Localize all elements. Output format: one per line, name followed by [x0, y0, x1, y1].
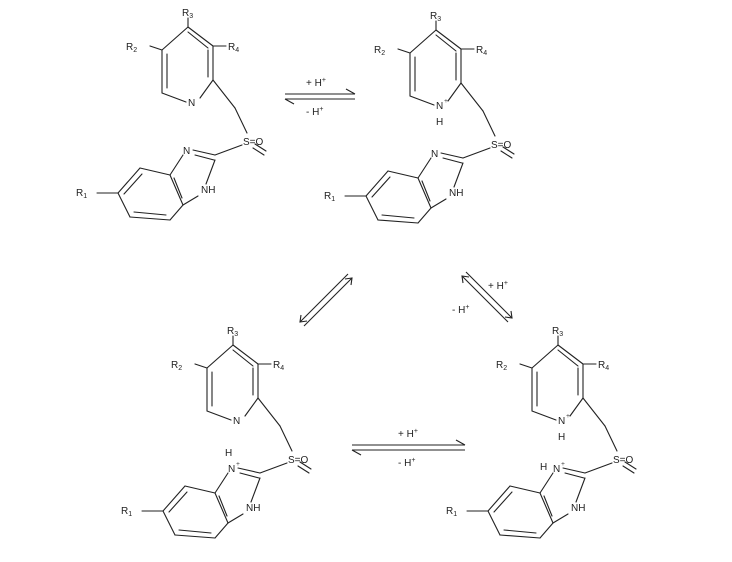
- molecule-diprotonated: R3 R2 R4 N + H S=O N + H NH R1: [446, 326, 637, 539]
- imidazole-nh-label: NH: [201, 185, 215, 196]
- sulfinyl-label: S=O: [288, 455, 309, 466]
- r3-label: R3: [227, 326, 238, 338]
- r4-label: R4: [228, 42, 239, 54]
- r3-label: R3: [430, 11, 441, 23]
- pyridine-h-label: H: [558, 432, 565, 443]
- arrow-middle-right-forward-label: + H+: [488, 280, 508, 292]
- r4-label: R4: [273, 360, 284, 372]
- r2-label: R2: [496, 360, 507, 372]
- r3-label: R3: [552, 326, 563, 338]
- pyridine-n-label: N: [233, 416, 240, 427]
- imidazole-n-label: N: [553, 464, 560, 475]
- sulfinyl-label: S=O: [613, 455, 634, 466]
- r4-label: R4: [476, 45, 487, 57]
- r4-label: R4: [598, 360, 609, 372]
- imidazole-charge-label: +: [561, 460, 565, 468]
- arrow-middle-right-reverse-label: - H+: [452, 304, 469, 316]
- equilibrium-arrow-bottom: + H+ - H+: [351, 428, 466, 469]
- arrow-bottom-forward-label: + H+: [398, 428, 418, 440]
- equilibrium-arrow-middle-left: [299, 273, 353, 327]
- r1-label: R1: [76, 188, 87, 200]
- arrow-top-forward-label: + H+: [306, 77, 326, 89]
- imidazole-nh-label: NH: [246, 503, 260, 514]
- pyridine-n-label: N: [188, 98, 195, 109]
- arrow-bottom-reverse-label: - H+: [398, 457, 415, 469]
- molecule-neutral: R3 R2 R4 N S=O N NH R1: [76, 8, 267, 221]
- r2-label: R2: [171, 360, 182, 372]
- pyridine-n-label: N: [436, 101, 443, 112]
- r2-label: R2: [374, 45, 385, 57]
- pyridine-n-label: N: [558, 416, 565, 427]
- imidazole-n-label: N: [183, 146, 190, 157]
- sulfinyl-label: S=O: [491, 140, 512, 151]
- r1-label: R1: [324, 191, 335, 203]
- equilibrium-arrow-middle-right: + H+ - H+: [452, 271, 513, 323]
- imidazole-n-label: N: [228, 464, 235, 475]
- imidazole-nh-label: NH: [449, 188, 463, 199]
- pyridine-h-label: H: [436, 117, 443, 128]
- equilibrium-arrow-top: + H+ - H+: [284, 77, 356, 118]
- imidazole-nh-label: NH: [571, 503, 585, 514]
- imidazole-charge-label: +: [236, 460, 240, 468]
- r2-label: R2: [126, 42, 137, 54]
- r1-label: R1: [121, 506, 132, 518]
- arrow-top-reverse-label: - H+: [306, 106, 323, 118]
- r1-label: R1: [446, 506, 457, 518]
- molecule-pyridinium: R3 R2 R4 N + H S=O N NH R1: [324, 11, 515, 224]
- molecule-benzimidazolium: R3 R2 R4 N S=O N + H NH R1: [121, 326, 312, 539]
- imidazole-h-label: H: [225, 448, 232, 459]
- sulfinyl-label: S=O: [243, 137, 264, 148]
- pyridine-charge-label: +: [444, 97, 448, 105]
- imidazole-n-label: N: [431, 149, 438, 160]
- pyridine-charge-label: +: [566, 412, 570, 420]
- imidazole-h-label: H: [540, 462, 547, 473]
- r3-label: R3: [182, 8, 193, 20]
